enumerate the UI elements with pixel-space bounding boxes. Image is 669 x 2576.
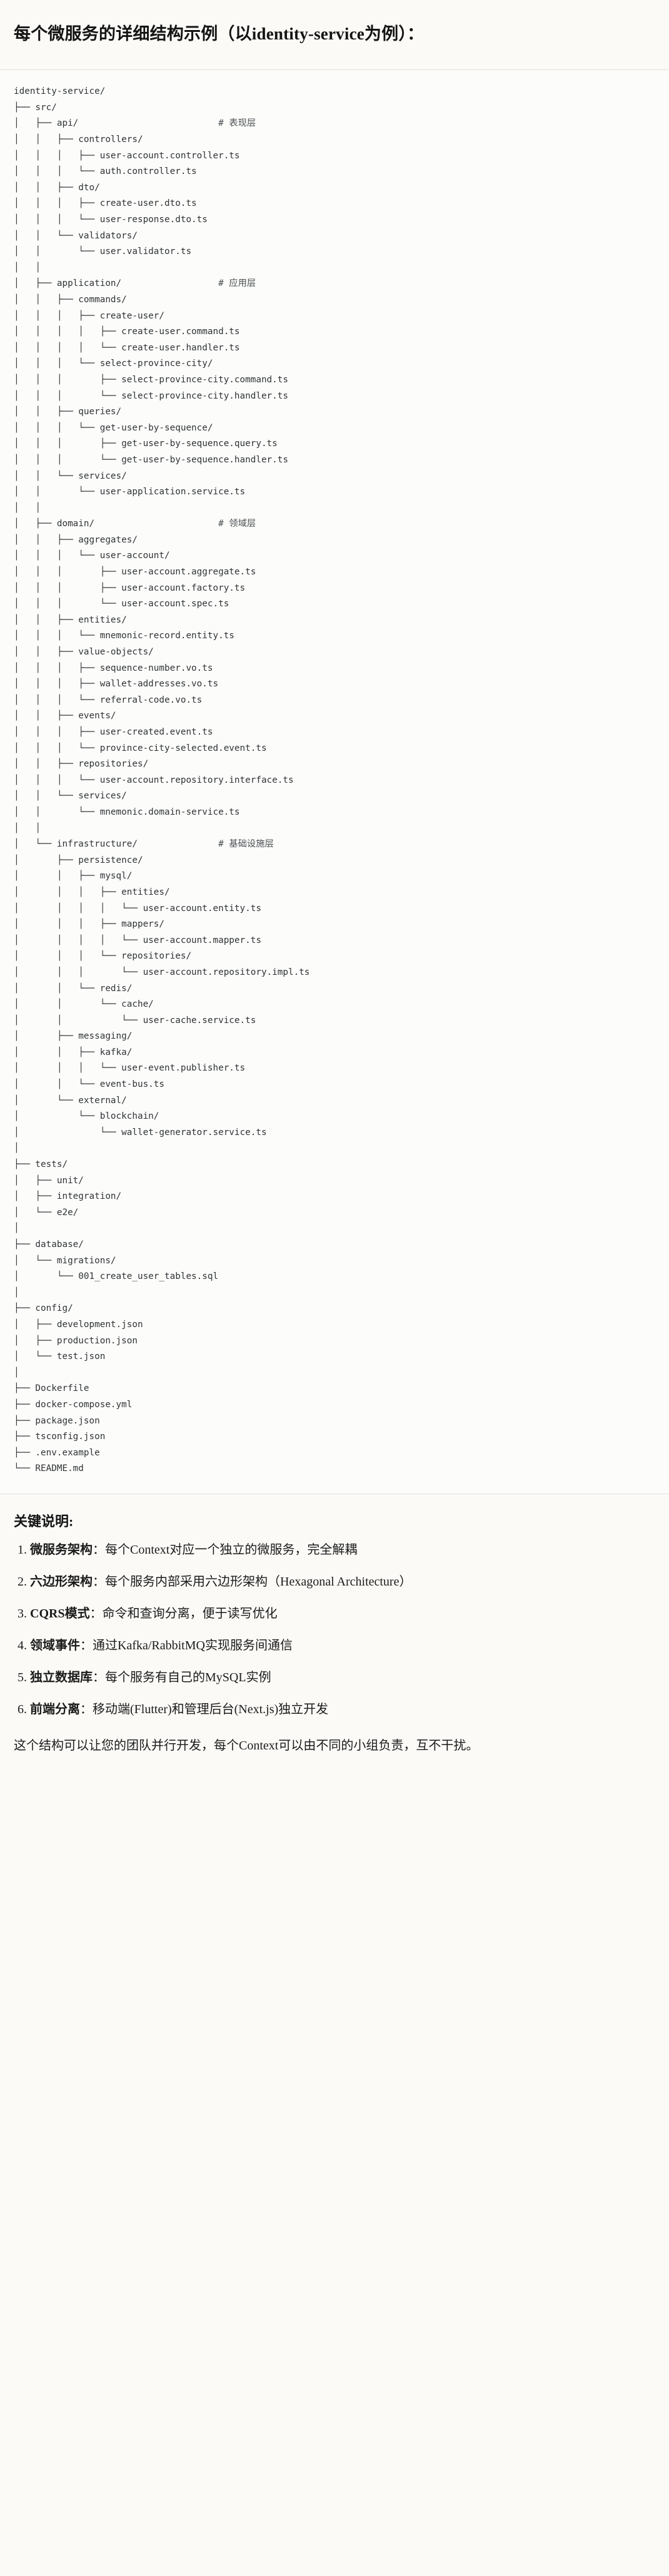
document-root: 每个微服务的详细结构示例（以identity-service为例）： ident…	[0, 14, 669, 1772]
key-point-item: 2. 六边形架构：每个服务内部采用六边形架构（Hexagonal Archite…	[16, 1572, 655, 1592]
key-point-term: CQRS模式	[30, 1606, 90, 1621]
directory-tree-block: identity-service/ ├── src/ │ ├── api/ # …	[0, 70, 669, 1494]
key-point-term: 领域事件	[30, 1638, 80, 1652]
key-point-description: 每个服务内部采用六边形架构（Hexagonal Architecture）	[105, 1574, 412, 1589]
key-point-term: 独立数据库	[30, 1670, 93, 1684]
key-point-item: 3. CQRS模式：命令和查询分离，便于读写优化	[16, 1604, 655, 1624]
key-point-separator: ：	[80, 1702, 93, 1716]
key-points-title: 关键说明:	[14, 1513, 74, 1529]
key-point-term: 六边形架构	[30, 1574, 93, 1589]
key-point-separator: ：	[93, 1574, 105, 1589]
title-divider	[0, 69, 669, 71]
key-point-item: 1. 微服务架构：每个Context对应一个独立的微服务，完全解耦	[16, 1540, 655, 1560]
key-point-description: 移动端(Flutter)和管理后台(Next.js)独立开发	[93, 1702, 329, 1716]
key-point-term: 前端分离	[30, 1702, 80, 1716]
tree-layer-comment: # 应用层	[218, 278, 256, 289]
key-point-item: 5. 独立数据库：每个服务有自己的MySQL实例	[16, 1668, 655, 1688]
directory-tree: identity-service/ ├── src/ │ ├── api/ # …	[14, 86, 310, 1474]
key-point-description: 每个Context对应一个独立的微服务，完全解耦	[105, 1542, 358, 1557]
key-point-index: 3.	[18, 1606, 30, 1621]
key-point-item: 6. 前端分离：移动端(Flutter)和管理后台(Next.js)独立开发	[16, 1700, 655, 1719]
key-point-description: 每个服务有自己的MySQL实例	[105, 1670, 271, 1684]
key-point-description: 通过Kafka/RabbitMQ实现服务间通信	[93, 1638, 293, 1652]
key-point-separator: ：	[80, 1638, 93, 1652]
key-point-index: 4.	[18, 1638, 30, 1652]
key-point-separator: ：	[93, 1542, 105, 1557]
key-point-description: 命令和查询分离，便于读写优化	[102, 1606, 278, 1621]
key-point-index: 1.	[18, 1542, 30, 1557]
key-point-separator: ：	[93, 1670, 105, 1684]
key-point-index: 6.	[18, 1702, 30, 1716]
tree-layer-comment: # 基础设施层	[218, 839, 274, 850]
key-point-separator: ：	[89, 1606, 103, 1621]
tree-layer-comment: # 表现层	[218, 118, 256, 129]
tree-layer-comment: # 领域层	[218, 519, 256, 529]
key-point-index: 2.	[18, 1574, 30, 1589]
page-title: 每个微服务的详细结构示例（以identity-service为例）：	[14, 24, 425, 44]
closing-paragraph: 这个结构可以让您的团队并行开发，每个Context可以由不同的小组负责，互不干扰…	[14, 1738, 479, 1753]
key-point-index: 5.	[18, 1670, 30, 1684]
key-point-term: 微服务架构	[30, 1542, 93, 1557]
key-point-item: 4. 领域事件：通过Kafka/RabbitMQ实现服务间通信	[16, 1636, 655, 1656]
